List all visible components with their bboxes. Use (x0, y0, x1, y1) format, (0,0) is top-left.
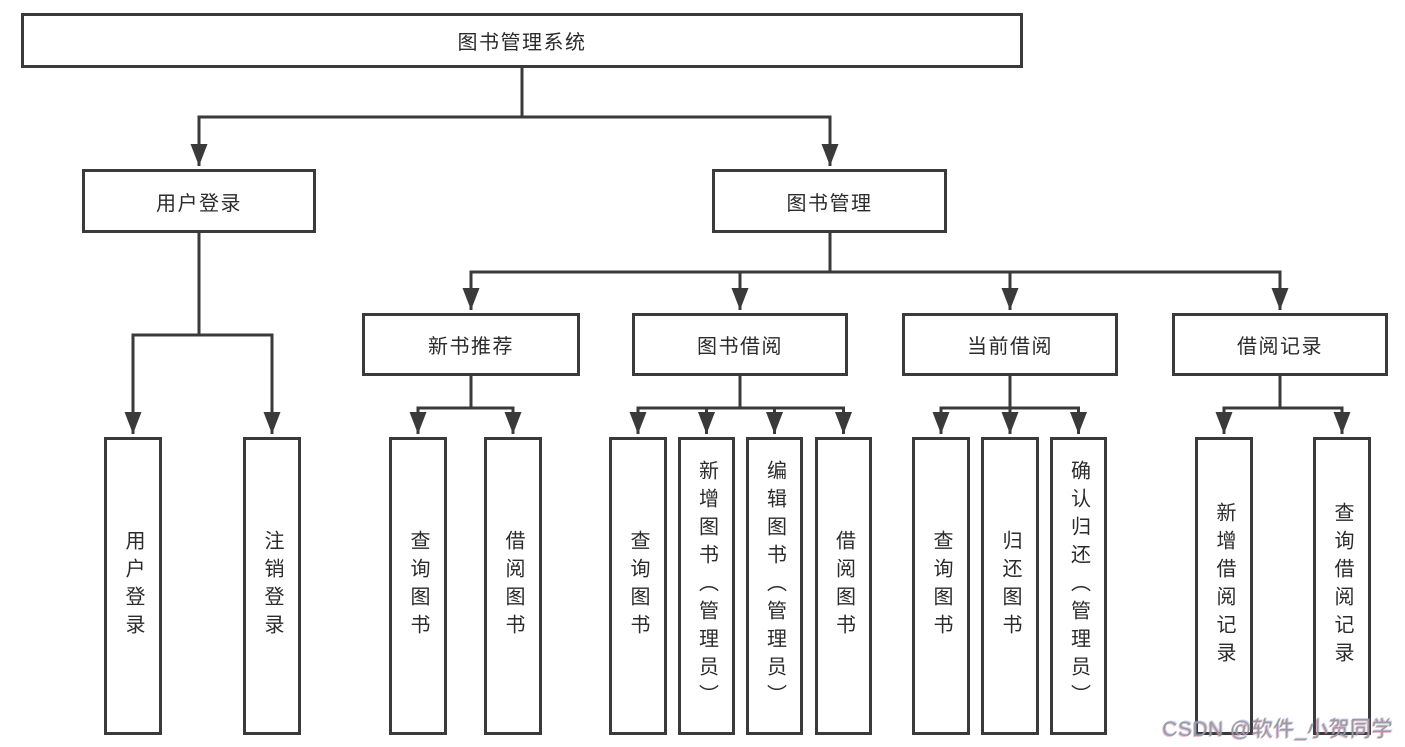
leaf-borrowing-query-books: 查询图书 (609, 437, 667, 735)
node-user-login: 用户登录 (82, 169, 316, 233)
leaf-current-query-books: 查询图书 (912, 437, 970, 735)
leaf-newbook-query-books: 查询图书 (389, 437, 447, 735)
leaf-confirm-return-admin: 确认归还（管理员） (1050, 437, 1107, 735)
leaf-add-book-admin-label: 新增图书（管理员） (695, 460, 718, 712)
connector-new-book-to-leaves (409, 376, 522, 434)
leaf-edit-book-admin: 编辑图书（管理员） (746, 437, 803, 735)
connector-user-login-to-leaves (124, 233, 281, 434)
connector-book-management-to-level3 (462, 233, 1289, 310)
node-borrowing-records-label: 借阅记录 (1237, 336, 1323, 358)
leaf-edit-book-admin-label: 编辑图书（管理员） (763, 460, 786, 712)
leaf-newbook-query-books-label: 查询图书 (407, 530, 429, 642)
leaf-current-query-books-label: 查询图书 (930, 530, 952, 642)
leaf-confirm-return-admin-label: 确认归还（管理员） (1067, 460, 1090, 712)
node-root: 图书管理系统 (21, 13, 1023, 68)
leaf-user-login-label: 用户登录 (122, 530, 144, 642)
leaf-logout-label: 注销登录 (261, 530, 283, 642)
leaf-logout: 注销登录 (243, 437, 301, 735)
connector-root-to-level2 (190, 68, 839, 166)
leaf-newbook-borrow-books: 借阅图书 (484, 437, 542, 735)
node-book-management-label: 图书管理 (786, 192, 873, 215)
node-book-borrowing-label: 图书借阅 (697, 336, 783, 358)
leaf-borrowing-query-books-label: 查询图书 (627, 530, 649, 642)
leaf-newbook-borrow-books-label: 借阅图书 (502, 530, 524, 642)
connector-current-borrowing-to-leaves (932, 376, 1087, 434)
leaf-borrowing-borrow-books-label: 借阅图书 (832, 530, 855, 642)
node-book-borrowing: 图书借阅 (632, 313, 848, 376)
leaf-return-books: 归还图书 (981, 437, 1039, 735)
leaf-add-book-admin: 新增图书（管理员） (678, 437, 735, 735)
node-current-borrowing-label: 当前借阅 (967, 336, 1053, 358)
node-current-borrowing: 当前借阅 (902, 313, 1118, 376)
leaf-borrowing-borrow-books: 借阅图书 (815, 437, 872, 735)
node-root-label: 图书管理系统 (457, 32, 587, 54)
leaf-user-login: 用户登录 (104, 437, 162, 735)
leaf-return-books-label: 归还图书 (999, 530, 1021, 642)
node-user-login-label: 用户登录 (156, 192, 242, 215)
node-new-book-recommend: 新书推荐 (362, 313, 580, 376)
node-book-management: 图书管理 (712, 169, 947, 233)
connector-borrowing-records-to-leaves (1215, 376, 1351, 434)
leaf-add-borrow-record-label: 新增借阅记录 (1213, 502, 1235, 670)
leaf-query-borrow-record-label: 查询借阅记录 (1331, 502, 1353, 670)
leaf-add-borrow-record: 新增借阅记录 (1195, 437, 1253, 735)
leaf-query-borrow-record: 查询借阅记录 (1313, 437, 1371, 735)
connector-book-borrowing-to-leaves (629, 376, 852, 434)
node-new-book-recommend-label: 新书推荐 (428, 336, 514, 358)
node-borrowing-records: 借阅记录 (1172, 313, 1388, 376)
